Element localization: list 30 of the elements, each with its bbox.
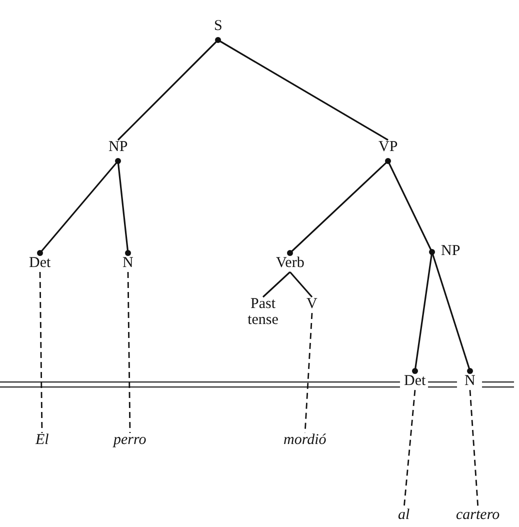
tree-branch: [387, 160, 433, 252]
category-label: NP: [440, 244, 462, 260]
category-label: Det: [28, 256, 52, 272]
dashed-line: [39, 272, 43, 433]
tree-branch: [289, 271, 313, 298]
category-label: Past tense: [246, 297, 280, 328]
tree-branch: [218, 39, 388, 141]
dashed-line: [127, 272, 131, 433]
dashed-line: [469, 390, 479, 508]
word-label: cartero: [455, 508, 501, 524]
category-label: Det: [403, 374, 427, 390]
word-label: al: [397, 508, 411, 524]
tree-branch: [262, 271, 291, 298]
category-label: VP: [378, 140, 399, 156]
category-label: S: [213, 19, 224, 35]
word-label: perro: [112, 433, 148, 449]
tree-branch: [289, 160, 389, 254]
word-label: mordió: [282, 433, 328, 449]
category-node: [108, 140, 129, 164]
category-node: [378, 140, 399, 164]
category-node: [213, 19, 224, 43]
dashed-line: [403, 390, 416, 508]
category-label: N: [464, 374, 476, 390]
category-label: Verb: [275, 256, 306, 272]
tree-branch: [39, 160, 119, 254]
tree-branch: [117, 39, 219, 141]
category-label: N: [122, 256, 134, 272]
category-label: NP: [108, 140, 129, 156]
word-label: El: [34, 433, 50, 449]
category-label: V: [306, 297, 318, 313]
